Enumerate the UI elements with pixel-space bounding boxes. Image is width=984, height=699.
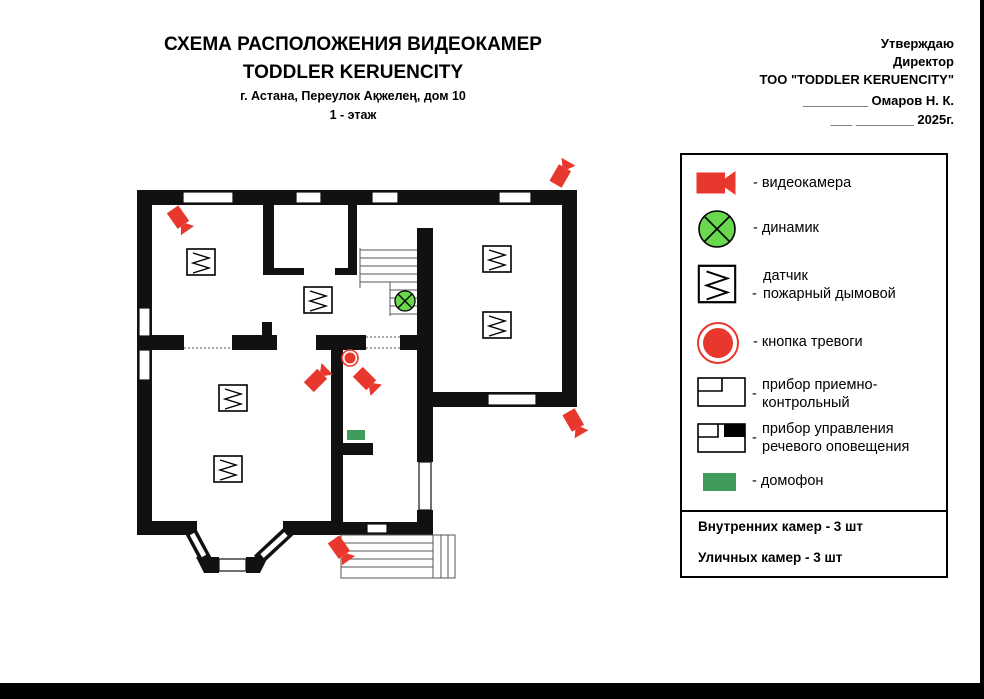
indoor-camera-count: Внутренних камер - 3 шт [698, 519, 863, 534]
legend-panel-label-line1: прибор приемно- [762, 377, 878, 393]
legend-box [680, 153, 948, 578]
camera-icon [303, 363, 333, 393]
door-openings [184, 336, 400, 349]
intercom-icon [347, 430, 365, 440]
alarm-button-icon [341, 349, 359, 367]
legend-alarm-button-icon [697, 322, 739, 364]
legend-smoke-dash: - [752, 286, 757, 302]
smoke-detector-icon [213, 455, 243, 483]
legend-voice-dash: - [752, 430, 757, 446]
camera-icon [352, 366, 382, 396]
legend-intercom-label: - домофон [752, 473, 824, 489]
smoke-detector-icon [482, 245, 512, 273]
legend-camera-icon [696, 171, 736, 195]
floor-label: 1 - этаж [329, 108, 377, 122]
legend-voice-control-icon [697, 423, 746, 453]
legend-voice-label-line2: речевого оповещения [762, 439, 910, 455]
plan-title: СХЕМА РАСПОЛОЖЕНИЯ ВИДЕОКАМЕР [164, 34, 542, 55]
smoke-detector-icon [218, 384, 248, 412]
legend-camera-label: - видеокамера [753, 175, 852, 191]
entrance-steps [340, 534, 456, 579]
legend-smoke-label-line1: датчик [763, 268, 808, 284]
speaker-icon [394, 290, 416, 312]
approval-line2: Директор [892, 54, 954, 69]
legend-panel-label-line2: контрольный [762, 395, 850, 411]
camera-icon [165, 204, 195, 236]
approval-line1: Утверждаю [880, 36, 954, 51]
legend-speaker-icon [698, 210, 736, 248]
legend-smoke-detector-icon [697, 264, 737, 304]
camera-icon [548, 157, 576, 189]
approval-signature: _________ Омаров Н. К. [802, 93, 954, 108]
legend-divider [680, 510, 948, 512]
smoke-detector-icon [482, 311, 512, 339]
address: г. Астана, Переулок Ақжелең, дом 10 [240, 89, 466, 103]
smoke-detector-icon [303, 286, 333, 314]
smoke-detector-icon [186, 248, 216, 276]
legend-speaker-label: - динамик [753, 220, 819, 236]
approval-line3: ТОО "TODDLER KERUENCITY" [759, 72, 955, 87]
organization-title: TODDLER KERUENCITY [242, 62, 464, 83]
legend-intercom-icon [703, 473, 736, 491]
approval-date: ___ ________ 2025г. [830, 112, 954, 127]
camera-icon [561, 407, 589, 439]
legend-voice-label-line1: прибор управления [762, 421, 894, 437]
legend-control-panel-icon [697, 377, 746, 407]
legend-alarm-label: - кнопка тревоги [753, 334, 863, 350]
outdoor-camera-count: Уличных камер - 3 шт [698, 550, 843, 565]
legend-smoke-label-line2: пожарный дымовой [763, 286, 896, 302]
windows [138, 191, 537, 572]
legend-panel-dash: - [752, 386, 757, 402]
